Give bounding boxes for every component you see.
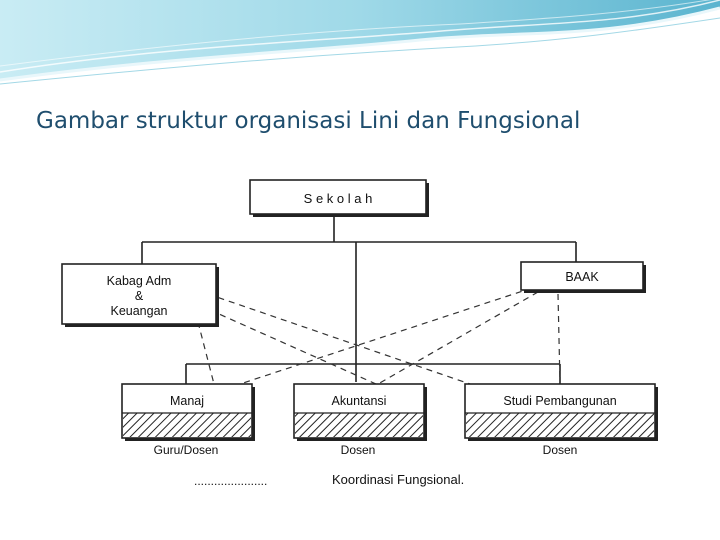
kabag-adm-line2: &: [135, 289, 144, 303]
sekolah-box: S e k o l a h: [250, 180, 429, 217]
unit-box-studi-pembangunan: Studi Pembangunan Dosen: [465, 384, 658, 457]
functional-coordination-lines: [198, 288, 560, 384]
header-wave-decoration: [0, 0, 720, 90]
slide-title: Gambar struktur organisasi Lini dan Fung…: [36, 108, 580, 134]
baak-box: BAAK: [521, 262, 646, 293]
kabag-adm-box: Kabag Adm & Keuangan: [62, 264, 219, 327]
baak-label: BAAK: [565, 270, 599, 284]
unit-caption-manaj: Guru/Dosen: [154, 443, 219, 457]
unit-caption-studi-pembangunan: Dosen: [543, 443, 578, 457]
unit-box-manaj: Manaj Guru/Dosen: [122, 384, 255, 457]
kabag-adm-line3: Keuangan: [110, 304, 167, 318]
kabag-adm-line1: Kabag Adm: [107, 274, 172, 288]
unit-label-manaj: Manaj: [170, 394, 204, 408]
sekolah-label: S e k o l a h: [304, 191, 373, 206]
org-chart-diagram: S e k o l a h Kabag Adm & Keuangan BAAK …: [38, 172, 672, 496]
unit-label-studi-pembangunan: Studi Pembangunan: [503, 394, 616, 408]
unit-label-akuntansi: Akuntansi: [332, 394, 387, 408]
legend-text: Koordinasi Fungsional.: [332, 472, 464, 487]
unit-box-akuntansi: Akuntansi Dosen: [294, 384, 427, 457]
legend-dots: ......................: [194, 474, 267, 488]
legend: ...................... Koordinasi Fungsi…: [194, 472, 464, 488]
unit-caption-akuntansi: Dosen: [341, 443, 376, 457]
